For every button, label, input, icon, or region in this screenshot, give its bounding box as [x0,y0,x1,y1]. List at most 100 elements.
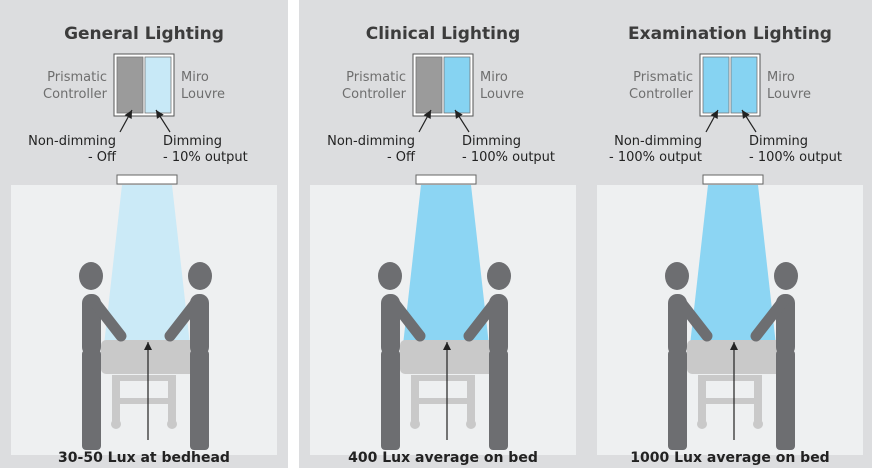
louvre-compartment [730,56,758,114]
non-dimming-note: Non-dimming [28,134,116,149]
bed-leg [168,375,176,421]
louvre-compartment [443,56,471,114]
person-left [79,262,127,450]
dimming-note: Dimming [163,134,222,149]
miro-label: Miro [181,70,209,85]
person-arm [164,294,204,342]
bed-wheel [466,419,476,429]
ceiling-luminaire [116,174,178,185]
dimming-state: - 10% output [163,150,248,165]
miro-label: Miro [767,70,795,85]
non-dimming-arrow [418,109,432,133]
non-dimming-note: Non-dimming [614,134,702,149]
panel-title: General Lighting [64,24,224,44]
dimming-note: Dimming [749,134,808,149]
non-dimming-note: Non-dimming [327,134,415,149]
lux-pointer-arrow [730,342,738,440]
hospital-bed [400,340,496,429]
prismatic-label: Prismatic [47,70,107,85]
non-dimming-arrow [705,109,719,133]
light-beam [690,185,776,345]
bed-wheel [167,419,177,429]
ceiling-luminaire [415,174,477,185]
louvre-compartment [144,56,172,114]
prismatic-compartment [116,56,144,114]
person-legs [190,350,209,450]
bed-mattress [101,340,197,374]
person-right [164,262,212,450]
person-legs [82,350,101,450]
prismatic-label: Prismatic [346,70,406,85]
lux-pointer-arrow [144,342,152,440]
person-arm [386,294,426,342]
louvre-label: Louvre [767,87,811,102]
lux-caption: 1000 Lux average on bed [630,450,829,466]
controller-label: Controller [342,87,407,102]
person-head [774,262,798,290]
prismatic-compartment [415,56,443,114]
person-legs [489,350,508,450]
person-arm [750,294,790,342]
bed-leg [467,375,475,421]
non-dimming-state: - Off [387,150,416,165]
panel-title: Examination Lighting [628,24,832,44]
bed-wheel [410,419,420,429]
bed-wheel [753,419,763,429]
light-beam [104,185,190,345]
person-arm [87,294,127,342]
person-legs [381,350,400,450]
bed-mattress [687,340,783,374]
non-dimming-arrow [119,109,133,133]
louvre-label: Louvre [181,87,225,102]
dimming-arrow [741,109,757,133]
person-left [665,262,713,450]
ceiling-luminaire [702,174,764,185]
miro-label: Miro [480,70,508,85]
dimming-state: - 100% output [749,150,842,165]
bed-leg [411,375,419,421]
prismatic-label: Prismatic [633,70,693,85]
controller-label: Controller [43,87,108,102]
person-head [378,262,402,290]
person-arm [463,294,503,342]
lux-caption: 30-50 Lux at bedhead [58,450,230,466]
bed-frame [704,398,756,404]
dimming-arrow [155,109,171,133]
bed-wheel [111,419,121,429]
bed-frame [417,375,469,381]
bed-wheel [697,419,707,429]
person-head [188,262,212,290]
light-beam [403,185,489,345]
bed-frame [704,375,756,381]
person-right [463,262,511,450]
bed-mattress [400,340,496,374]
bed-frame [118,375,170,381]
person-left [378,262,426,450]
lux-caption: 400 Lux average on bed [348,450,538,466]
lux-pointer-arrow [443,342,451,440]
bed-leg [112,375,120,421]
dimming-note: Dimming [462,134,521,149]
hospital-bed [101,340,197,429]
bed-leg [754,375,762,421]
person-legs [668,350,687,450]
non-dimming-state: - Off [88,150,117,165]
dimming-arrow [454,109,470,133]
panel-title: Clinical Lighting [366,24,521,44]
dimming-state: - 100% output [462,150,555,165]
prismatic-compartment [702,56,730,114]
bed-frame [118,398,170,404]
person-arm [673,294,713,342]
person-head [79,262,103,290]
non-dimming-state: - 100% output [609,150,702,165]
person-legs [776,350,795,450]
bed-leg [698,375,706,421]
person-head [487,262,511,290]
controller-label: Controller [629,87,694,102]
